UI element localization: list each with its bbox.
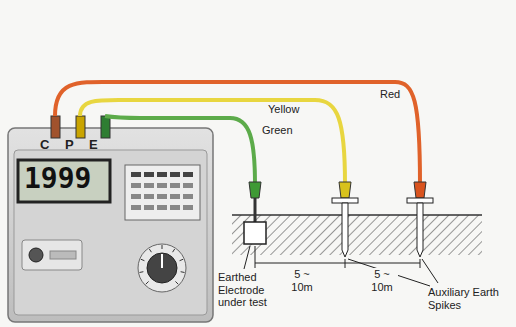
lcd-display	[18, 160, 110, 202]
wire-colour-label: Yellow	[268, 103, 312, 116]
wire-colour-label: Green	[262, 124, 302, 137]
green-clip	[249, 182, 261, 198]
yellow-clip	[339, 182, 351, 198]
terminal-label: E	[89, 138, 101, 153]
terminal-p	[76, 116, 85, 138]
electrode-rod	[254, 198, 257, 222]
button-plate	[50, 251, 76, 259]
red-clip	[414, 182, 426, 198]
spike-leader	[422, 259, 438, 283]
electrode-leader	[244, 246, 250, 269]
auxiliary-spike-p	[332, 198, 358, 257]
terminal-c	[51, 116, 60, 138]
display-reading: 1999	[24, 165, 108, 193]
terminal-e	[101, 116, 110, 138]
earthed-electrode	[244, 222, 266, 244]
dial-ticks	[139, 245, 184, 284]
dimension-lines	[255, 246, 420, 268]
indicator-panel	[125, 165, 200, 220]
range-knob	[147, 253, 177, 283]
button-panel	[22, 240, 82, 270]
green-lead	[105, 116, 255, 184]
wire-colour-label: Red	[380, 88, 410, 101]
meter-body	[8, 128, 213, 322]
test-button	[29, 248, 43, 262]
terminal-label: C	[40, 138, 52, 153]
red-lead	[55, 82, 420, 184]
meter-panel	[14, 150, 207, 315]
ground-surface	[232, 214, 482, 216]
indicator-bars	[131, 172, 193, 210]
terminal-label: P	[65, 138, 77, 153]
knob-pointer	[161, 254, 163, 268]
auxiliary-spike-c	[407, 198, 433, 257]
electrode-label: Earthed Electrode under test	[218, 271, 280, 309]
yellow-lead	[80, 100, 345, 184]
dimension-label: 5 ~ 10m	[366, 268, 398, 293]
dimension-label: 5 ~ 10m	[286, 268, 318, 293]
range-dial	[138, 244, 186, 292]
spike-label: Auxiliary Earth Spikes	[428, 286, 512, 311]
soil-hatching	[232, 215, 482, 255]
